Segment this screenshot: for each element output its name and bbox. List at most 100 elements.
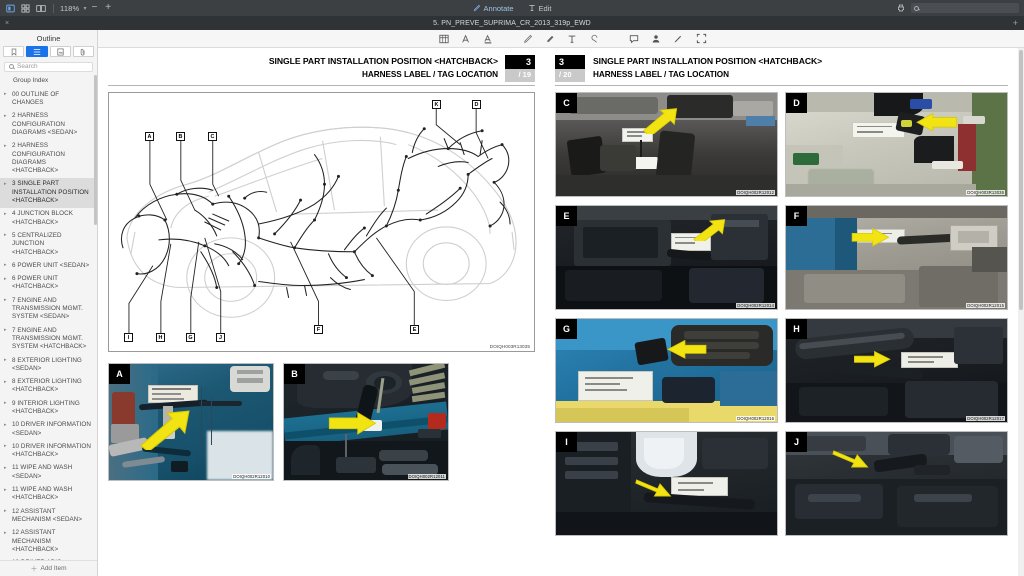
outline-search-input[interactable]: Search: [4, 62, 93, 72]
sidebar-tab-outline[interactable]: [26, 46, 48, 57]
outline-item[interactable]: ▸ 7 ENGINE AND TRANSMISSION MGMT. SYSTEM …: [0, 324, 97, 354]
comment-icon[interactable]: [628, 32, 641, 45]
outline-item-label: 7 ENGINE AND TRANSMISSION MGMT. SYSTEM <…: [12, 326, 87, 351]
chevron-right-icon[interactable]: ▸: [4, 232, 7, 239]
single-page-view-icon[interactable]: [4, 2, 17, 14]
photo-E[interactable]: E DOIQH002R12014: [555, 205, 778, 311]
photo-J[interactable]: J: [785, 431, 1008, 537]
photo-D-tag: D: [786, 93, 807, 114]
outline-item[interactable]: ▸13 DRIVER ADIS <HATCHBACK>: [0, 557, 97, 560]
page-right-title: SINGLE PART INSTALLATION POSITION <HATCH…: [593, 56, 823, 66]
highlighter-icon[interactable]: [544, 32, 557, 45]
outline-item[interactable]: ▸ 8 EXTERIOR LIGHTING <SEDAN>: [0, 354, 97, 376]
outline-item[interactable]: ▸2 HARNESS CONFIGURATION DIAGRAMS <HATCH…: [0, 140, 97, 178]
toolbar-right-group: [894, 2, 1024, 14]
document-scrollbar[interactable]: [1018, 48, 1024, 576]
annotate-button[interactable]: Annotate: [473, 4, 514, 13]
outline-item[interactable]: ▸12 ASSISTANT MECHANISM <SEDAN>: [0, 505, 97, 527]
outline-item[interactable]: ▸9 INTERIOR LIGHTING <HATCHBACK>: [0, 397, 97, 419]
chevron-right-icon[interactable]: ▸: [4, 378, 7, 385]
photo-H[interactable]: H DOIQH002R12017: [785, 318, 1008, 424]
outline-item[interactable]: Group Index: [0, 75, 97, 88]
pencil-icon[interactable]: [522, 32, 535, 45]
outline-item-label: 5 CENTRALIZED JUNCTION <HATCHBACK>: [12, 231, 62, 256]
photo-D[interactable]: D DOIQH003R13036: [785, 92, 1008, 198]
photo-C[interactable]: C DOIQH002R12012: [555, 92, 778, 198]
text-color-icon[interactable]: [482, 32, 495, 45]
chevron-right-icon[interactable]: ▸: [4, 297, 7, 304]
outline-item[interactable]: ▸6 POWER UNIT <SEDAN>: [0, 259, 97, 272]
outline-item-label: 8 EXTERIOR LIGHTING <SEDAN>: [12, 356, 82, 372]
edit-button[interactable]: Edit: [528, 4, 551, 13]
chevron-right-icon[interactable]: ▸: [4, 142, 7, 149]
outline-item[interactable]: ▸ 5 CENTRALIZED JUNCTION <HATCHBACK>: [0, 229, 97, 259]
outline-item[interactable]: ▸3 SINGLE PART INSTALLATION POSITION <HA…: [0, 177, 97, 208]
outline-item-label: 4 JUNCTION BLOCK <HATCHBACK>: [12, 210, 73, 226]
outline-item[interactable]: ▸12 ASSISTANT MECHANISM <HATCHBACK>: [0, 527, 97, 557]
chevron-right-icon[interactable]: ▸: [4, 421, 7, 428]
chevron-right-icon[interactable]: ▸: [4, 486, 7, 493]
workspace: Outline Search Group Index▸00 OUTLINE OF…: [0, 30, 1024, 576]
callout-I: I: [124, 333, 133, 343]
sidebar-tab-bookmarks[interactable]: [3, 46, 25, 57]
grid-view-icon[interactable]: [19, 2, 32, 14]
chevron-right-icon[interactable]: ▸: [4, 400, 7, 407]
stamp-icon[interactable]: [650, 32, 663, 45]
add-item-button[interactable]: ＋ Add Item: [0, 560, 97, 576]
chevron-right-icon[interactable]: ▸: [4, 559, 9, 561]
chevron-right-icon[interactable]: ▸: [4, 180, 7, 187]
facing-pages-icon[interactable]: [34, 2, 47, 14]
sidebar-tab-thumbnails[interactable]: [49, 46, 71, 57]
text-style-icon[interactable]: [460, 32, 473, 45]
print-icon[interactable]: [894, 2, 907, 14]
chevron-right-icon[interactable]: ▸: [4, 443, 7, 450]
document-area: SINGLE PART INSTALLATION POSITION <HATCH…: [98, 30, 1024, 576]
zoom-out-button[interactable]: −: [91, 2, 98, 13]
zoom-level-value[interactable]: 118%: [60, 3, 80, 13]
outline-item[interactable]: ▸00 OUTLINE OF CHANGES: [0, 88, 97, 110]
outline-item[interactable]: ▸2 HARNESS CONFIGURATION DIAGRAMS <SEDAN…: [0, 110, 97, 140]
photo-I[interactable]: I: [555, 431, 778, 537]
photo-J-scene: [786, 432, 1007, 536]
outline-item-label: 11 WIPE AND WASH <SEDAN>: [12, 464, 73, 480]
pen-icon[interactable]: [672, 32, 685, 45]
chevron-right-icon[interactable]: ▸: [4, 464, 7, 471]
zoom-in-button[interactable]: +: [105, 2, 112, 13]
outline-item[interactable]: ▸ 11 WIPE AND WASH <SEDAN>: [0, 462, 97, 484]
global-search-input[interactable]: [911, 3, 1019, 13]
chevron-right-icon[interactable]: ▸: [4, 357, 7, 363]
eraser-icon[interactable]: [588, 32, 601, 45]
outline-item[interactable]: ▸7 ENGINE AND TRANSMISSION MGMT. SYSTEM …: [0, 294, 97, 324]
chevron-down-icon[interactable]: ▾: [83, 5, 87, 12]
outline-item[interactable]: ▸11 WIPE AND WASH <HATCHBACK>: [0, 484, 97, 506]
page-viewport[interactable]: SINGLE PART INSTALLATION POSITION <HATCH…: [98, 48, 1024, 576]
text-cursor-icon: [528, 4, 535, 12]
outline-list[interactable]: Group Index▸00 OUTLINE OF CHANGES▸2 HARN…: [0, 74, 97, 560]
chevron-right-icon[interactable]: ▸: [4, 112, 7, 119]
harness-diagram[interactable]: A B C K D I H G J F E DOIQH003R13035: [108, 92, 535, 353]
photo-F[interactable]: F DOIQH002R12015: [785, 205, 1008, 311]
text-box-icon[interactable]: [566, 32, 579, 45]
photo-A[interactable]: A DOIQH002R12010: [108, 363, 274, 482]
outline-item[interactable]: ▸6 POWER UNIT <HATCHBACK>: [0, 273, 97, 295]
chevron-right-icon[interactable]: ▸: [4, 508, 7, 515]
outline-item[interactable]: ▸10 DRIVER INFORMATION <SEDAN>: [0, 419, 97, 441]
chevron-right-icon[interactable]: ▸: [4, 327, 7, 334]
sidebar-scrollbar[interactable]: [94, 74, 97, 560]
chevron-right-icon[interactable]: ▸: [4, 91, 7, 98]
photo-B[interactable]: B DOIQH002R12011: [283, 363, 449, 482]
fullscreen-icon[interactable]: [695, 32, 708, 45]
photo-G[interactable]: G DOIQH002R12016: [555, 318, 778, 424]
chevron-right-icon[interactable]: ▸: [4, 529, 7, 536]
chevron-right-icon[interactable]: ▸: [4, 210, 7, 217]
outline-item[interactable]: ▸10 DRIVER INFORMATION <HATCHBACK>: [0, 440, 97, 462]
chevron-right-icon[interactable]: ▸: [4, 262, 7, 269]
close-icon[interactable]: ×: [5, 19, 10, 27]
sidebar-tab-attachments[interactable]: [72, 46, 94, 57]
chevron-right-icon[interactable]: ▸: [4, 275, 7, 282]
page-left: SINGLE PART INSTALLATION POSITION <HATCH…: [98, 48, 545, 576]
outline-item[interactable]: ▸8 EXTERIOR LIGHTING <HATCHBACK>: [0, 376, 97, 398]
outline-item[interactable]: ▸ 4 JUNCTION BLOCK <HATCHBACK>: [0, 208, 97, 230]
table-insert-icon[interactable]: [438, 32, 451, 45]
new-tab-button[interactable]: +: [1012, 17, 1018, 28]
